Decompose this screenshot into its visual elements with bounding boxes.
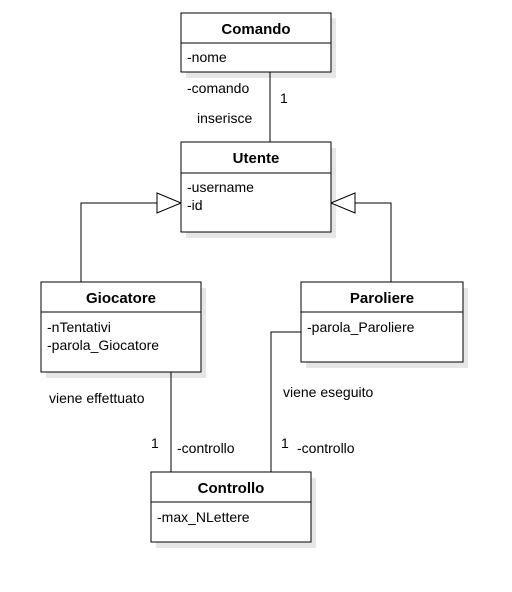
- role-label: -controllo: [177, 440, 235, 456]
- multiplicity-label: 1: [151, 435, 159, 451]
- generalization-arrow-left-icon: [156, 192, 183, 214]
- attribute: -parola_Paroliere: [307, 319, 415, 335]
- class-giocatore[interactable]: Giocatore -nTentativi -parola_Giocatore: [40, 281, 202, 373]
- class-name: Utente: [233, 150, 280, 167]
- multiplicity-label: 1: [281, 435, 289, 451]
- attribute: -max_NLettere: [157, 509, 250, 525]
- assoc-paroliere-controllo: [270, 331, 301, 472]
- role-label: -controllo: [297, 440, 355, 456]
- association-name: viene eseguito: [283, 384, 374, 400]
- attribute: -parola_Giocatore: [47, 337, 159, 353]
- attribute: -nome: [187, 49, 227, 65]
- role-label: -comando: [187, 80, 249, 96]
- generalization-arrow-right-icon: [329, 192, 356, 214]
- generalization-giocatore-utente: [80, 202, 157, 282]
- class-utente[interactable]: Utente -username -id: [180, 141, 332, 233]
- class-paroliere[interactable]: Paroliere -parola_Paroliere: [300, 281, 464, 363]
- class-controllo[interactable]: Controllo -max_NLettere: [150, 471, 312, 543]
- class-name: Paroliere: [350, 290, 414, 307]
- association-name: inserisce: [197, 110, 252, 126]
- class-name: Comando: [221, 21, 290, 38]
- attribute: -nTentativi: [47, 319, 111, 335]
- attribute: -username: [187, 179, 254, 195]
- class-name: Giocatore: [86, 290, 156, 307]
- generalization-paroliere-utente: [355, 202, 392, 282]
- class-comando[interactable]: Comando -nome: [180, 12, 332, 73]
- multiplicity-label: 1: [280, 90, 288, 106]
- association-name: viene effettuato: [49, 390, 145, 406]
- attribute: -id: [187, 197, 203, 213]
- class-name: Controllo: [198, 480, 265, 497]
